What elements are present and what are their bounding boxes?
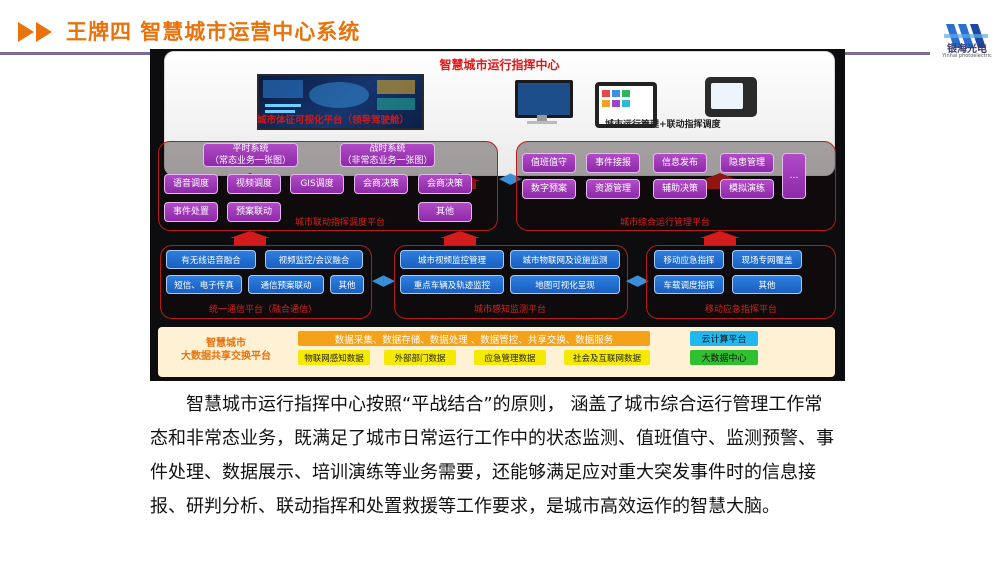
comm-plan-linkage-button[interactable]: 通信预案联动 [248, 275, 324, 294]
bigdata-center-box: 大数据中心 [690, 350, 758, 365]
data-exchange-platform: 智慧城市 大数据共享交换平台 数据采集、数据存储、数据处理 、数据管控、共享交换… [158, 327, 835, 377]
peacetime-system-button[interactable]: 平时系统 （常态业务一张图） [203, 143, 298, 167]
duty-button[interactable]: 值班值守 [522, 153, 576, 173]
logo-name: 银海光电 [947, 44, 987, 55]
cloud-platform-box: 云计算平台 [690, 331, 758, 346]
vehicle-track-monitor-button[interactable]: 重点车辆及轨迹监控 [400, 275, 504, 294]
mobile-emergency-button[interactable]: 移动应急指挥 [654, 250, 724, 269]
plan-linkage-button[interactable]: 预案联动 [227, 202, 281, 222]
voice-dispatch-button[interactable]: 语音调度 [164, 174, 218, 194]
page-title: 王牌四 智慧城市运营中心系统 [66, 20, 361, 44]
video-conference-fusion-button[interactable]: 视频监控/会议融合 [265, 250, 363, 269]
hazard-management-button[interactable]: 隐患管理 [720, 153, 774, 173]
other-button[interactable]: 其他 [418, 202, 472, 222]
consult-decision-button-2[interactable]: 会商决策 [418, 174, 472, 194]
digital-plan-button[interactable]: 数字预案 [522, 179, 576, 199]
video-dispatch-button[interactable]: 视频调度 [227, 174, 281, 194]
social-data-box: 社会及互联网数据 [564, 350, 650, 365]
double-arrow-icon: ◀▶ [626, 271, 650, 289]
emergency-data-box: 应急管理数据 [474, 350, 546, 365]
command-center-title: 智慧城市运行指挥中心 [439, 58, 560, 72]
operation-management-label: 城市综合运行管理平台 [619, 218, 710, 228]
sms-fax-button[interactable]: 短信、电子传真 [166, 275, 242, 294]
description-paragraph: 智慧城市运行指挥中心按照“平战结合”的原则， 涵盖了城市综合运行管理工作常态和非… [150, 394, 834, 517]
mobile-command-label: 移动应急指挥平台 [704, 305, 777, 315]
vehicle-dispatch-button[interactable]: 车载调度指挥 [654, 275, 724, 294]
dashboard-screen-image [257, 74, 424, 130]
video-phone-icon [705, 77, 757, 117]
dashboard-label: 城市体征可视化平台（领导驾驶舱） [257, 115, 410, 126]
platform-title: 智慧城市 大数据共享交换平台 [181, 338, 271, 362]
up-arrow-icon [440, 231, 480, 245]
iot-data-box: 物联网感知数据 [298, 350, 370, 365]
gis-dispatch-button[interactable]: GIS调度 [290, 174, 344, 194]
consult-decision-button[interactable]: 会商决策 [354, 174, 408, 194]
architecture-diagram: 智慧城市运行指挥中心 城市体征可视化平台（领导驾驶舱） [150, 49, 845, 381]
mobile-other-button[interactable]: 其他 [732, 275, 802, 294]
video-monitor-management-button[interactable]: 城市视频监控管理 [400, 250, 504, 269]
company-logo [944, 24, 988, 48]
iot-facility-monitor-button[interactable]: 城市物联网及设施监测 [510, 250, 620, 269]
more-button[interactable]: … [782, 153, 806, 199]
resource-management-button[interactable]: 资源管理 [586, 179, 640, 199]
monitor-icon [515, 80, 573, 118]
logo-subtitle: Yinhai photoelectric [942, 53, 992, 59]
data-services-bar: 数据采集、数据存储、数据处理 、数据管控、共享交换、数据服务 [298, 331, 650, 346]
double-arrow-icon [18, 22, 52, 42]
map-visualization-button[interactable]: 地图可视化呈现 [510, 275, 620, 294]
monitor-base [527, 121, 557, 124]
info-release-button[interactable]: 信息发布 [653, 153, 707, 173]
management-label: 城市运行管理+联动指挥调度 [605, 120, 721, 130]
event-report-button[interactable]: 事件接报 [586, 153, 640, 173]
voice-fusion-button[interactable]: 有无线语音融合 [166, 250, 256, 269]
wartime-system-button[interactable]: 战时系统 （非常态业务一张图） [340, 143, 435, 167]
double-arrow-icon: ◀▶ [372, 271, 396, 289]
private-network-button[interactable]: 现场专网覆盖 [732, 250, 802, 269]
decision-support-button[interactable]: 辅助决策 [653, 179, 707, 199]
event-handling-button[interactable]: 事件处置 [164, 202, 218, 222]
command-center-panel: 智慧城市运行指挥中心 城市体征可视化平台（领导驾驶舱） [164, 51, 835, 176]
unified-comm-label: 统一通信平台（融合通信） [208, 305, 317, 315]
external-data-box: 外部部门数据 [384, 350, 456, 365]
perception-monitor-label: 城市感知监测平台 [473, 305, 546, 315]
linkage-dispatch-label: 城市联动指挥调度平台 [294, 218, 385, 228]
up-arrow-icon [700, 231, 740, 245]
simulation-drill-button[interactable]: 模拟演练 [720, 179, 774, 199]
up-arrow-icon [230, 231, 270, 245]
comm-other-button[interactable]: 其他 [330, 275, 364, 294]
monitor-stand [537, 115, 547, 121]
tablet-icon [595, 82, 657, 128]
